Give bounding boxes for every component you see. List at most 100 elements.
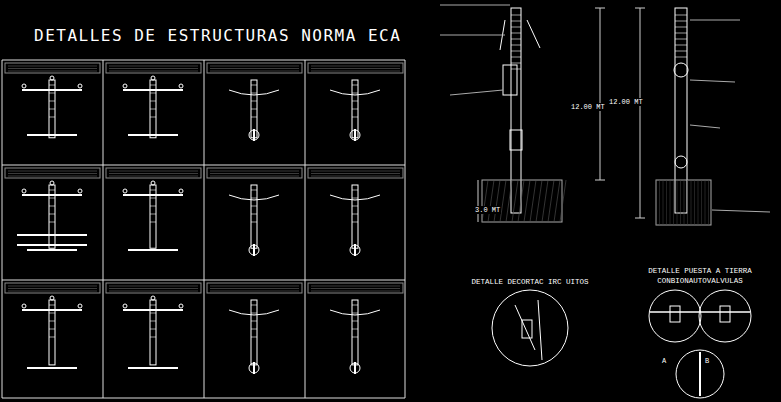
detail-circle: [179, 304, 183, 308]
cad-line: [210, 68, 299, 69]
cad-line: [123, 194, 183, 196]
cad-line: [251, 214, 257, 215]
cad-line: [352, 117, 358, 118]
cad-line: [482, 180, 562, 222]
cad-line: [305, 60, 306, 398]
cad-line: [49, 305, 55, 306]
drawing-title: DETALLES DE ESTRUCTURAS NORMA ECA: [34, 26, 401, 45]
cad-line: [49, 80, 55, 138]
cad-line: [670, 180, 671, 225]
cad-line: [511, 33, 521, 34]
detail-circle: [249, 245, 259, 255]
dimension-label: B: [704, 357, 710, 365]
cad-line: [150, 190, 156, 191]
cad-line: [494, 180, 500, 222]
cad-line: [8, 68, 97, 69]
detail-circle: [350, 363, 360, 373]
cad-line: [17, 244, 87, 246]
cad-line: [482, 180, 488, 222]
cad-line: [229, 90, 279, 95]
cad-line: [440, 5, 510, 6]
detail-circle: [22, 189, 26, 193]
cad-line: [511, 39, 521, 40]
cad-line: [354, 362, 356, 374]
cad-line: [663, 180, 664, 225]
detail-circle: [675, 156, 687, 168]
cad-line: [150, 329, 156, 330]
detail-circle: [78, 84, 82, 88]
cad-line: [311, 66, 400, 67]
cad-line: [150, 198, 156, 199]
cad-line: [311, 288, 400, 289]
cad-line: [251, 321, 257, 322]
cad-line: [8, 66, 97, 67]
cad-line: [2, 165, 405, 166]
cad-line: [352, 329, 358, 330]
cad-line: [595, 180, 605, 181]
cad-line: [352, 198, 358, 199]
cad-line: [5, 63, 100, 73]
detail-circle: [350, 130, 360, 140]
dimension-label: A: [661, 357, 667, 365]
detail-circle: [123, 189, 127, 193]
cad-line: [150, 305, 156, 306]
detail-circle: [151, 296, 155, 300]
detail-circle: [649, 290, 701, 342]
cad-line: [450, 90, 503, 95]
cad-line: [308, 168, 403, 178]
cad-line: [229, 310, 279, 315]
detail-view: DETALLE DECORTAC IRC UITOS: [455, 277, 605, 372]
cad-line: [650, 311, 750, 313]
cad-line: [680, 180, 681, 225]
detail-circle: [123, 84, 127, 88]
cad-line: [311, 68, 400, 69]
cad-line: [635, 8, 645, 9]
cad-line: [251, 305, 257, 306]
cad-line: [207, 283, 302, 293]
cad-line: [536, 180, 542, 222]
cad-line: [123, 89, 183, 91]
detail-circle: [50, 181, 54, 185]
cad-line: [106, 283, 201, 293]
cad-line: [210, 176, 299, 177]
cad-line: [511, 21, 521, 22]
cad-line: [698, 180, 699, 225]
cad-line: [687, 180, 688, 225]
detail-circle: [123, 304, 127, 308]
cad-line: [5, 283, 100, 293]
cad-line: [49, 93, 55, 94]
cad-line: [49, 206, 55, 207]
cad-line: [708, 180, 709, 225]
cad-line: [2, 398, 405, 399]
cad-line: [554, 180, 560, 222]
cad-line: [253, 244, 255, 256]
cad-line: [251, 93, 257, 94]
cad-line: [352, 93, 358, 94]
detail-circle: [50, 296, 54, 300]
cad-line: [503, 65, 517, 95]
cad-line: [522, 320, 532, 338]
cad-line: [210, 291, 299, 292]
cad-line: [229, 195, 279, 200]
cad-line: [251, 329, 257, 330]
cad-line: [354, 129, 356, 141]
detail-circle: [151, 181, 155, 185]
cad-line: [128, 134, 178, 136]
detail-circle: [179, 84, 183, 88]
detail-circle: [78, 189, 82, 193]
cad-line: [352, 222, 358, 223]
cad-line: [210, 71, 299, 72]
cad-line: [701, 180, 702, 225]
cad-line: [720, 306, 730, 322]
cad-line: [506, 180, 512, 222]
cad-line: [109, 171, 198, 172]
cad-line: [530, 180, 536, 222]
cad-line: [251, 337, 257, 338]
cad-line: [27, 134, 77, 136]
cad-line: [210, 288, 299, 289]
cad-line: [670, 306, 680, 322]
cad-line: [150, 313, 156, 314]
cad-line: [352, 190, 358, 191]
cad-line: [251, 198, 257, 199]
cad-line: [675, 57, 687, 58]
